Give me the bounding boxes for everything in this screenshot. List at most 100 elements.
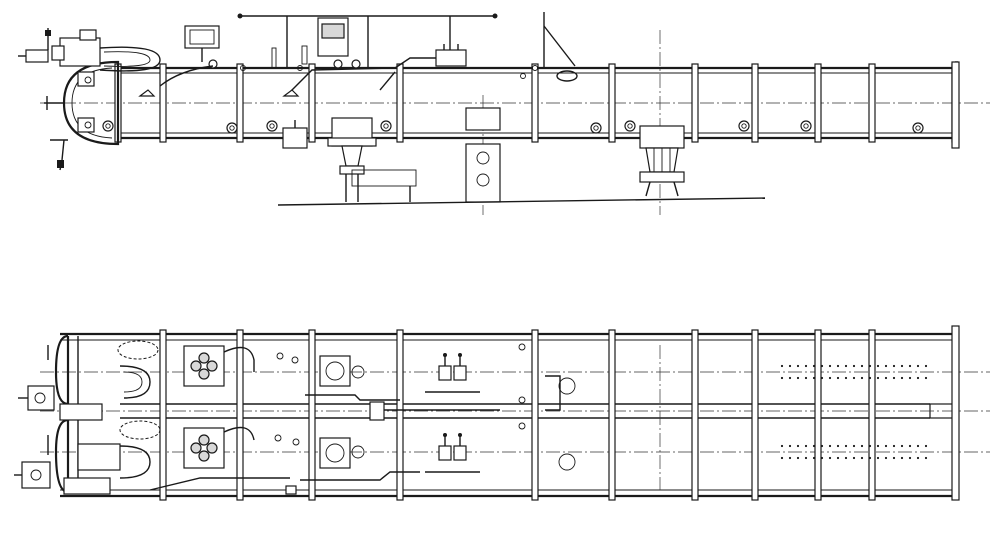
rivet (828, 456, 832, 460)
rail-end (492, 13, 498, 19)
drain-plug (738, 120, 750, 132)
rivet (892, 456, 896, 460)
valve-wheel (351, 59, 361, 69)
rivet (812, 376, 816, 380)
drain-plug (226, 122, 238, 134)
rivet (812, 456, 816, 460)
firing-mechanism-box (25, 49, 49, 63)
rivet (852, 364, 856, 368)
ground-line (277, 197, 766, 206)
frame-rib (751, 329, 759, 501)
frame-rib (691, 329, 699, 501)
valve-wheel (333, 59, 343, 69)
upper-side-hatch (558, 377, 576, 395)
drain-plug (624, 120, 636, 132)
frame-rib (236, 329, 244, 501)
drain-plug (912, 122, 924, 134)
rivet (804, 364, 808, 368)
rivet (876, 456, 880, 460)
upper-gyro-unit (183, 345, 225, 387)
rivet (900, 444, 904, 448)
plan-view (14, 325, 990, 501)
upper-firing-wheel (34, 392, 46, 404)
lower-pipe-clamp (285, 485, 297, 495)
frame-rib (691, 63, 699, 143)
lower-side-hatch (558, 453, 576, 471)
air-flask-loop (99, 46, 161, 72)
lower-air-flask (77, 443, 121, 471)
twin-valve-assembly (435, 49, 467, 67)
frame-rib (308, 63, 316, 143)
rivet (860, 444, 864, 448)
rivet (884, 364, 888, 368)
elevation-drain-plugs (102, 65, 924, 134)
rivet (820, 364, 824, 368)
trunnion-head (639, 125, 685, 149)
rivet (860, 376, 864, 380)
rivet (876, 444, 880, 448)
rivet (852, 444, 856, 448)
rivet (908, 376, 912, 380)
air-pipe-branch (379, 71, 396, 91)
air-flask-loop-inner (103, 51, 151, 67)
rivet (900, 376, 904, 380)
frame-rib (159, 63, 167, 143)
pedestal-collar (327, 137, 377, 147)
top-port (240, 65, 246, 71)
rivet (804, 376, 808, 380)
drain-plug-center (741, 123, 747, 129)
elevation-frame-ribs (114, 61, 960, 149)
lower-firing-wheel (30, 469, 42, 481)
rivet (828, 444, 832, 448)
frame-rib (396, 63, 404, 143)
rivet (788, 456, 792, 460)
breech-lever-weight (57, 160, 64, 168)
rivet (828, 376, 832, 380)
rivet (908, 444, 912, 448)
upper-hatch-outline (117, 340, 159, 360)
gyro-lobe (190, 442, 202, 454)
rivet (836, 456, 840, 460)
upper-side-bracket (545, 375, 561, 411)
lower-gyro-pipe (223, 426, 255, 441)
valve-body (453, 365, 467, 381)
drain-plug (800, 120, 812, 132)
rivet (844, 364, 848, 368)
nose-flange (951, 325, 960, 501)
drain-plug-center (803, 123, 809, 129)
rivet (844, 444, 848, 448)
rivet (868, 456, 872, 460)
upper-control-valve-dial (325, 361, 345, 381)
air-fitting (51, 45, 65, 61)
drain-plug (590, 122, 602, 134)
rivet (836, 364, 840, 368)
rivet (924, 376, 928, 380)
frame-rib (814, 329, 822, 501)
rivet (916, 456, 920, 460)
upper-firing-mechanism (27, 385, 55, 411)
frame-rib (751, 63, 759, 143)
nose-flange (951, 61, 960, 149)
rivet (788, 364, 792, 368)
breech-lug-lower (77, 117, 95, 133)
crossover-valve (369, 401, 385, 421)
upper-control-valve (319, 355, 351, 387)
rivet (876, 376, 880, 380)
rivet (868, 376, 872, 380)
rivet (796, 456, 800, 460)
rivet (780, 456, 784, 460)
breech-lug-upper (77, 71, 95, 87)
gyro-lobe (198, 352, 210, 364)
rivet (868, 444, 872, 448)
rivet (780, 444, 784, 448)
plan-frame-ribs (159, 325, 960, 501)
rivet (908, 364, 912, 368)
rivet (812, 444, 816, 448)
frame-rib (531, 63, 539, 143)
drain-plug (102, 120, 114, 132)
drain-plug-center (593, 125, 599, 131)
valve-knob (443, 433, 447, 437)
rivet (836, 376, 840, 380)
